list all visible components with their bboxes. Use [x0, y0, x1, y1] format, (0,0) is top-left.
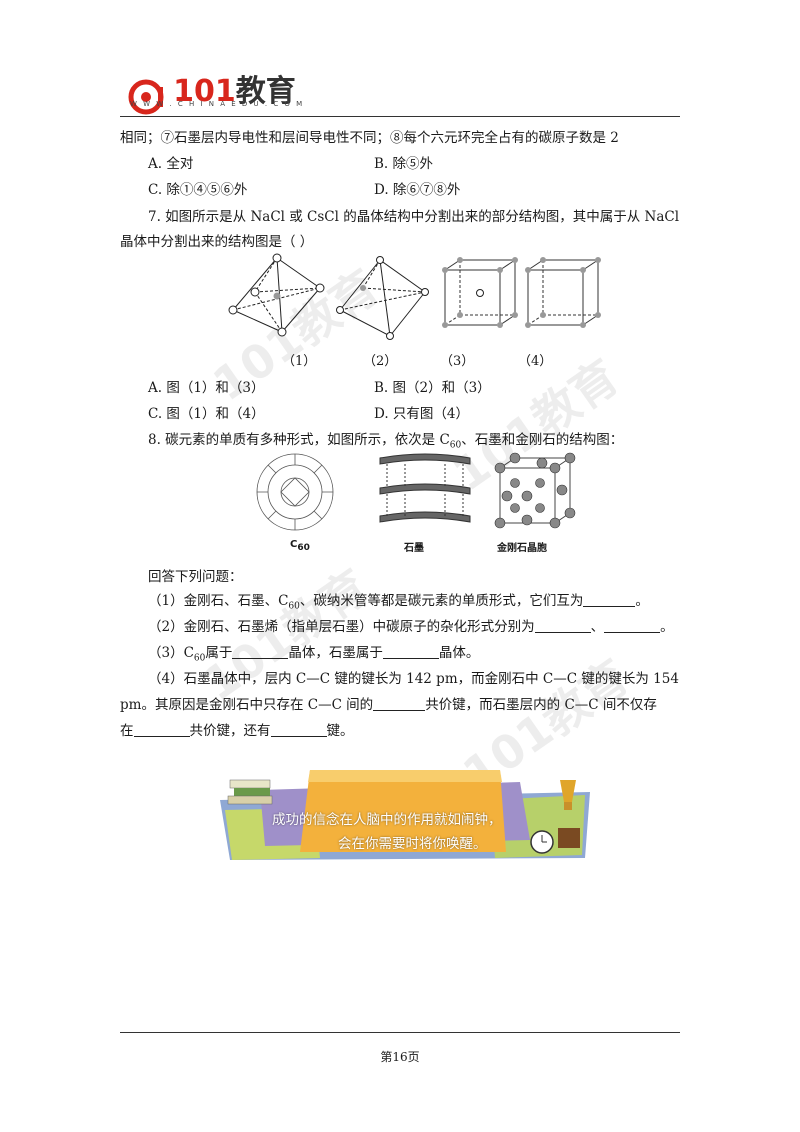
cube-figure-3 — [442, 257, 518, 328]
octahedron-figure-2 — [336, 256, 429, 340]
motivation-banner — [220, 770, 590, 860]
graphite-structure — [379, 453, 471, 523]
footer-divider — [120, 1032, 680, 1033]
logo-url: W W W . C H I N A E D U . C O M — [130, 100, 305, 108]
q8-intro: 回答下列问题： — [148, 569, 243, 585]
header-divider — [120, 116, 680, 117]
answer-blank[interactable] — [270, 722, 327, 737]
logo-brand: 教育 — [235, 74, 296, 109]
octahedron-figure-1 — [228, 253, 325, 337]
q8-part1: （1）金刚石、石墨、C60、碳纳米管等都是碳元素的单质形式，它们互为。 — [148, 592, 649, 612]
cube-figure-4 — [525, 257, 601, 328]
prev-question-line: 相同；⑦石墨层内导电性和层间导电性不同；⑧每个六元环完全占有的碳原子数是 2 — [120, 130, 619, 146]
banner-line-2: 会在你需要时将你唤醒。 — [338, 836, 487, 852]
answer-blank[interactable] — [583, 592, 636, 607]
q7-option-c: C. 图（1）和（4） — [148, 406, 265, 422]
answer-blank[interactable] — [382, 644, 439, 659]
alarm-clock-icon — [530, 830, 554, 854]
q8-stem: 8. 碳元素的单质有多种形式，如图所示，依次是 C60、石墨和金刚石的结构图： — [148, 432, 624, 451]
figure-label-2: （2） — [363, 354, 398, 369]
trophy-icon — [558, 780, 580, 848]
answer-blank[interactable] — [534, 618, 591, 633]
figure-label-3: （3） — [440, 354, 475, 369]
answer-blank[interactable] — [232, 644, 289, 659]
logo-number: 101 — [173, 74, 236, 109]
option-a: A. 全对 — [148, 156, 194, 172]
banner-line-1: 成功的信念在人脑中的作用就如闹钟， — [272, 812, 502, 828]
answer-blank[interactable] — [604, 618, 661, 633]
q7-stem-line1: 7. 如图所示是从 NaCl 或 CsCl 的晶体结构中分割出来的部分结构图，其… — [148, 209, 680, 225]
option-b: B. 除⑤外 — [374, 156, 434, 172]
option-c: C. 除①④⑤⑥外 — [148, 182, 248, 198]
brand-logo: 101教育 — [128, 66, 296, 114]
q7-option-a: A. 图（1）和（3） — [148, 380, 265, 396]
q7-option-d: D. 只有图（4） — [374, 406, 470, 422]
q8-part4-line2: pm。其原因是金刚石中只存在 C—C 间的共价键，而石墨层内的 C—C 间不仅存 — [120, 696, 657, 713]
q7-option-b: B. 图（2）和（3） — [374, 380, 491, 396]
graphite-label: 石墨 — [404, 543, 424, 554]
diamond-cell-structure — [494, 452, 576, 529]
option-d: D. 除⑥⑦⑧外 — [374, 182, 461, 198]
q8-part4-line1: （4）石墨晶体中，层内 C—C 键的键长为 142 pm，而金刚石中 C—C 键… — [148, 671, 679, 687]
q8-part4-line3: 在共价键，还有键。 — [120, 722, 354, 739]
figure-label-1: （1） — [282, 354, 317, 369]
c60-structure — [256, 453, 334, 531]
q8-part2: （2）金刚石、石墨烯（指单层石墨）中碳原子的杂化形式分别为、。 — [148, 618, 674, 635]
q8-part3: （3）C60属于晶体，石墨属于晶体。 — [148, 644, 480, 664]
logo-mark-icon — [128, 79, 164, 114]
books-icon — [227, 779, 273, 805]
answer-blank[interactable] — [373, 696, 426, 711]
c60-label: C60 — [290, 539, 310, 553]
page-number: 第16页 — [380, 1050, 420, 1064]
diamond-label: 金刚石晶胞 — [497, 543, 547, 554]
answer-blank[interactable] — [133, 722, 190, 737]
figure-label-4: （4） — [518, 354, 553, 369]
q7-crystal-figures — [228, 253, 601, 340]
carbon-allotrope-figures — [256, 452, 576, 531]
q7-stem-line2: 晶体中分割出来的结构图是（ ） — [120, 234, 314, 250]
